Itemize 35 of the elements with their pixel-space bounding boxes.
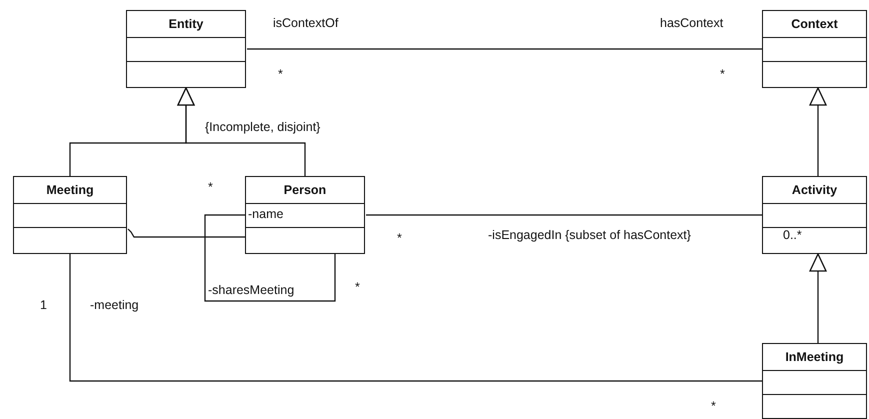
association-line: [366, 214, 762, 216]
multiplicity: *: [278, 67, 283, 82]
multiplicity: 1: [40, 298, 47, 313]
entity-class-box: [126, 10, 246, 88]
role-name: hasContext: [660, 16, 724, 31]
generalization-arrow: [809, 87, 827, 176]
multiplicity: *: [711, 399, 716, 414]
attribute-text: -name: [248, 207, 284, 221]
association-line: [128, 228, 245, 238]
multiplicity: *: [208, 180, 213, 195]
constraint-label: {Incomplete, disjoint}: [205, 120, 320, 135]
role-label: -isEngagedIn {subset of hasContext}: [488, 228, 691, 243]
generalization-arrow: [177, 87, 306, 176]
role-label: -sharesMeeting: [208, 283, 294, 298]
class-name: Meeting: [46, 183, 94, 197]
multiplicity: *: [720, 67, 725, 82]
person-class-box: [245, 176, 365, 254]
class-name: InMeeting: [785, 350, 844, 364]
class-name: Context: [791, 17, 838, 31]
association-line: [247, 48, 762, 50]
self-association-line: [204, 214, 336, 302]
multiplicity: *: [397, 231, 402, 246]
multiplicity: *: [355, 280, 360, 295]
activity-class-box: [762, 176, 867, 254]
class-name: Person: [284, 183, 326, 197]
inmeeting-class-box: [762, 343, 867, 419]
context-class-box: [762, 10, 867, 88]
generalization-arrow: [809, 253, 827, 343]
class-name: Entity: [168, 17, 204, 31]
role-label: -meeting: [90, 298, 139, 313]
association-line: [69, 254, 762, 382]
role-name: isContextOf: [273, 16, 338, 31]
meeting-class-box: [13, 176, 127, 254]
class-name: Activity: [792, 183, 838, 197]
multiplicity: 0..*: [783, 228, 802, 243]
